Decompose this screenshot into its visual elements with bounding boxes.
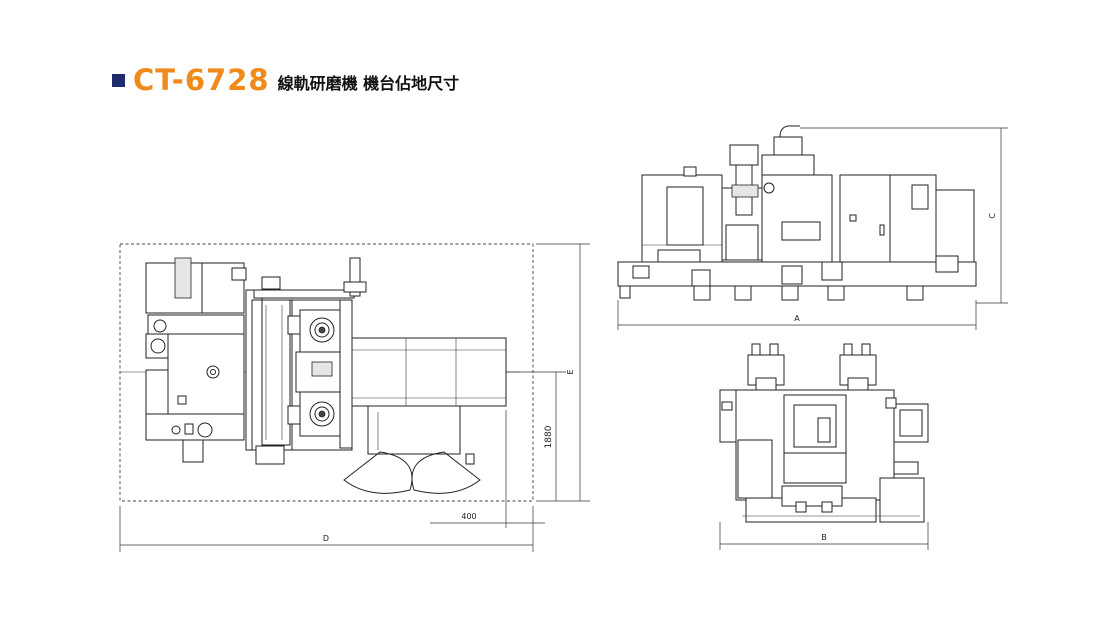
- dimension-b-label: B: [821, 533, 827, 542]
- top-view: D 400 E 1880: [119, 243, 590, 552]
- dimension-1880: 1880: [506, 371, 566, 501]
- dimension-d: D: [119, 506, 534, 552]
- dimension-e-label: E: [566, 369, 575, 374]
- work-table: [343, 337, 507, 494]
- title-bullet-icon: [112, 73, 125, 87]
- footprint-outline: [119, 243, 534, 502]
- dimension-1880-label: 1880: [544, 425, 554, 448]
- page-title: CT-6728 線軌研磨機 機台佔地尺寸: [112, 62, 459, 98]
- dimension-e: E: [536, 243, 590, 502]
- dimension-a-label: A: [794, 314, 800, 323]
- grinding-heads: [287, 299, 353, 451]
- title-description: 線軌研磨機 機台佔地尺寸: [277, 74, 460, 93]
- model-number: CT-6728: [133, 63, 270, 97]
- dimension-d-label: D: [323, 534, 329, 543]
- dimension-400-label: 400: [461, 512, 476, 521]
- dimension-c-label: C: [988, 213, 997, 219]
- front-view: A C: [617, 125, 1008, 330]
- coolant-unit: [145, 257, 247, 463]
- side-view: B: [719, 343, 929, 550]
- dimension-400: 400: [430, 410, 545, 528]
- machine-frame: [245, 257, 367, 465]
